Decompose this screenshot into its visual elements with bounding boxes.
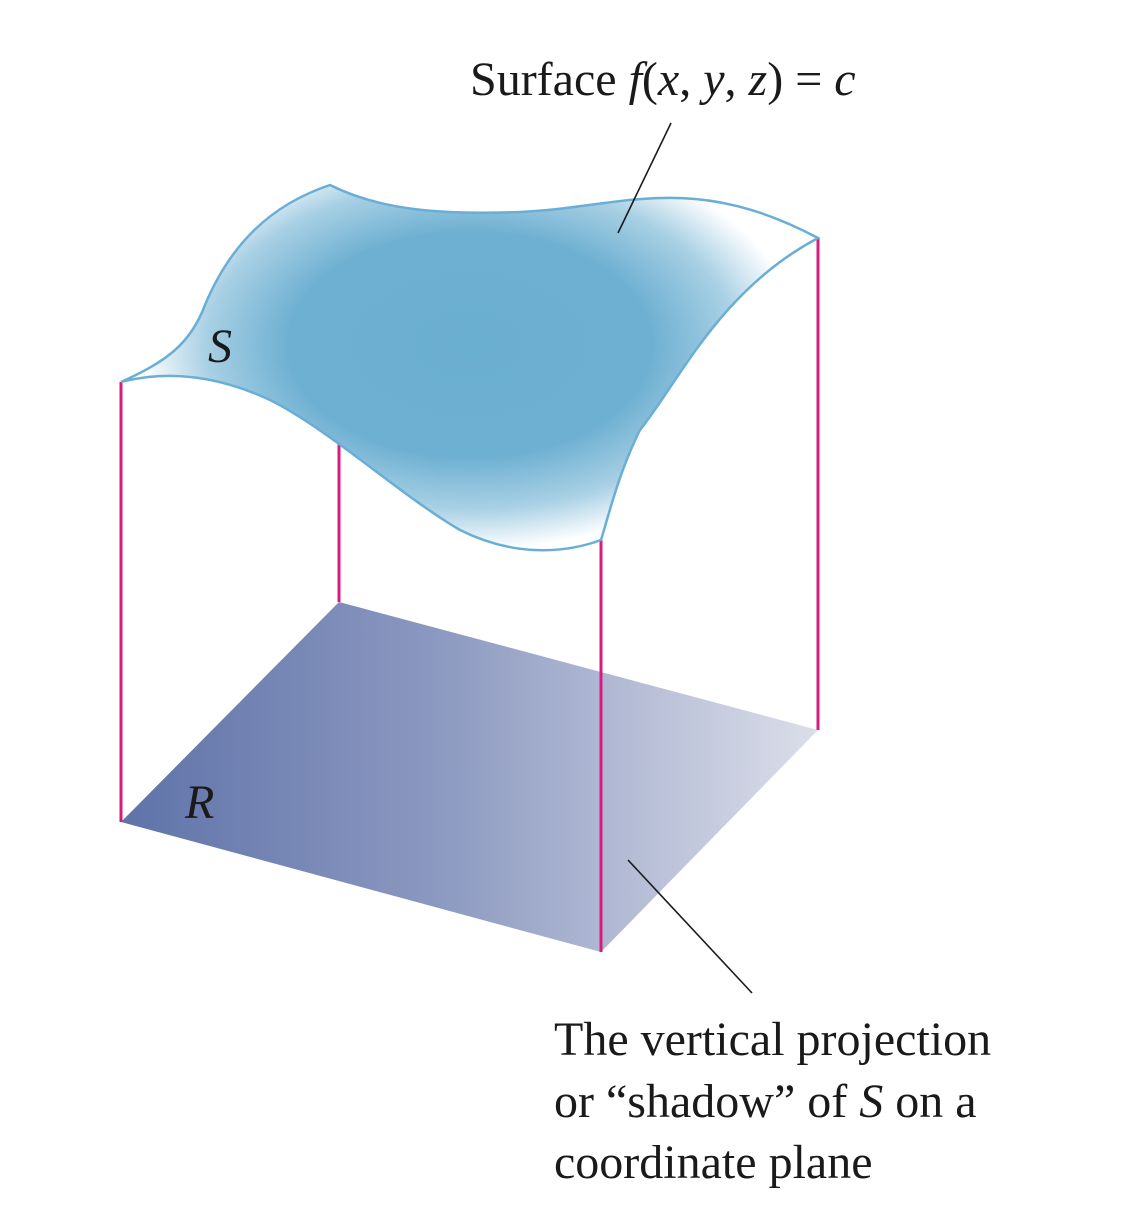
projection-caption: The vertical projection	[554, 1013, 991, 1066]
region-r-shadow	[121, 602, 818, 952]
surface-leader-line	[617, 122, 672, 234]
region-r-label: R	[184, 776, 214, 829]
projection-caption-3: coordinate plane	[554, 1136, 873, 1189]
projection-leader-line	[627, 859, 753, 994]
surface-s-label: S	[208, 320, 232, 373]
projection-caption-line1: The vertical projection	[554, 1013, 991, 1066]
surface-equation-label: Surface f(x, y, z) = c	[470, 53, 856, 106]
surface-s	[120, 183, 821, 552]
projection-caption-2: or “shadow” of S on a	[554, 1075, 977, 1128]
